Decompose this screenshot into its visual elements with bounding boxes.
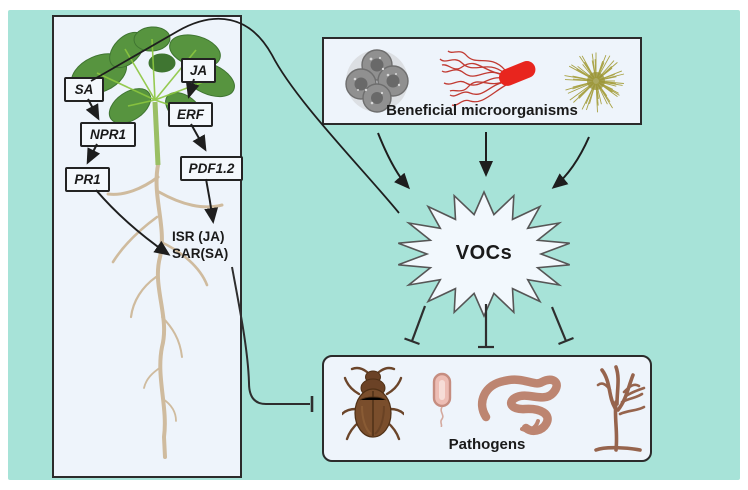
isr-sar-text: ISR (JA) SAR(SA) — [172, 228, 228, 262]
bacterium-icon — [432, 372, 452, 427]
pathogen-icons-row — [324, 357, 650, 460]
gene-label-ja: JA — [181, 58, 216, 83]
gene-label-pr1: PR1 — [65, 167, 110, 192]
beneficial-microorganisms-box: Beneficial microorganisms — [322, 37, 642, 125]
gene-label-pdf12: PDF1.2 — [180, 156, 243, 181]
beneficial-box-label: Beneficial microorganisms — [386, 102, 578, 119]
plant-signaling-panel: SA NPR1 PR1 JA ERF PDF1.2 ISR (JA) SAR(S… — [52, 15, 243, 478]
pathogens-box-label: Pathogens — [448, 436, 526, 453]
filamentous-actinomycete-icon — [564, 52, 625, 113]
isr-line: ISR (JA) — [172, 229, 225, 244]
gene-label-sa: SA — [64, 77, 104, 102]
gene-label-erf: ERF — [168, 102, 213, 127]
fungal-hyphae-icon — [594, 365, 646, 452]
flagellated-bacterium-icon — [439, 50, 536, 106]
vocs-label: VOCs — [455, 242, 513, 265]
nematode-icon — [477, 375, 561, 436]
gene-label-npr1: NPR1 — [80, 122, 136, 147]
beetle-icon — [342, 366, 404, 441]
sar-line: SAR(SA) — [172, 246, 229, 261]
plant-roots — [106, 163, 224, 459]
pathogens-box: Pathogens — [322, 355, 652, 462]
